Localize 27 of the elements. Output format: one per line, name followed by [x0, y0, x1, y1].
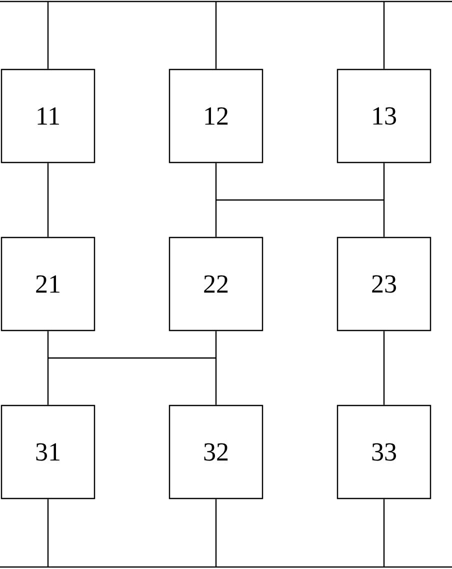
connector-line: [383, 163, 385, 200]
connector-line: [215, 200, 217, 237]
block-box: 32: [168, 404, 264, 500]
connector-line: [47, 331, 49, 358]
connector-line: [48, 357, 216, 359]
block-box: 31: [0, 404, 96, 500]
block-box: 11: [0, 68, 96, 164]
connector-line: [383, 200, 385, 237]
block-box: 33: [336, 404, 432, 500]
block-box: 22: [168, 236, 264, 332]
connector-line: [47, 358, 49, 405]
connector-line: [383, 2, 385, 69]
block-box: 13: [336, 68, 432, 164]
block-box: 21: [0, 236, 96, 332]
connector-line: [215, 331, 217, 358]
connector-line: [47, 163, 49, 237]
connector-line: [215, 2, 217, 69]
connector-line: [383, 331, 385, 405]
connector-line: [47, 499, 49, 567]
connector-line: [47, 2, 49, 69]
connector-line: [383, 499, 385, 567]
connector-line: [215, 163, 217, 200]
block-box: 23: [336, 236, 432, 332]
connector-line: [215, 358, 217, 405]
connector-line: [216, 199, 384, 201]
block-box: 12: [168, 68, 264, 164]
connector-line: [215, 499, 217, 567]
